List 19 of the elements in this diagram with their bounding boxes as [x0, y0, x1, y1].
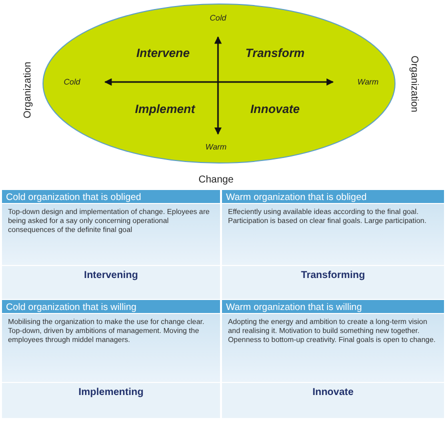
quadrant-label: Implement	[135, 102, 195, 116]
column-header: Cold organization that is obliged	[2, 190, 220, 203]
column-header: Warm organization that is willing	[222, 300, 444, 313]
axis-title: Organization	[22, 62, 34, 118]
axis-title: Organization	[408, 56, 420, 112]
quadrant-label: Innovate	[250, 102, 300, 116]
table-cell: Transforming	[222, 266, 444, 299]
axis-label: Warm	[205, 142, 227, 152]
table-cell: Implementing	[2, 383, 220, 418]
table-cell: Innovate	[222, 383, 444, 418]
axis-label: Cold	[210, 14, 226, 22]
column-header: Warm organization that is obliged	[222, 190, 444, 203]
axis-label: Cold	[64, 78, 80, 86]
table-cell: Intervening	[2, 266, 220, 299]
axis-label: Warm	[357, 78, 379, 86]
axis-title: Change	[198, 174, 234, 186]
column-header: Cold organization that is willing	[2, 300, 220, 313]
quadrant-label: Intervene	[136, 46, 190, 60]
quadrant-label: Transform	[245, 46, 305, 60]
